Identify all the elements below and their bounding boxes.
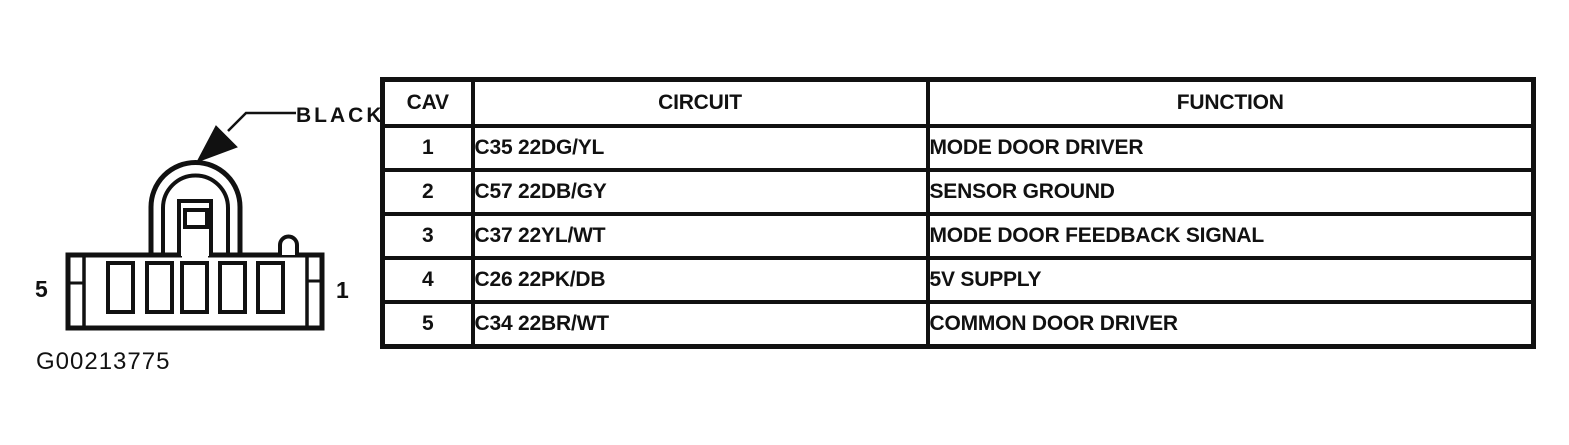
pin-slot-4 (145, 261, 174, 314)
cav-value: 3 (380, 212, 475, 260)
pin-slot-3 (180, 261, 209, 314)
pin-5-label: 5 (35, 276, 48, 302)
cav-value: 1 (380, 124, 475, 172)
connector-color-label: BLACK (296, 104, 385, 127)
function-value: COMMON DOOR DRIVER (925, 300, 1536, 348)
header-circuit: CIRCUIT (470, 77, 930, 128)
function-value: MODE DOOR DRIVER (925, 124, 1536, 172)
table-row: 1 C35 22DG/YL MODE DOOR DRIVER (380, 124, 1536, 172)
circuit-value: C35 22DG/YL (470, 124, 930, 172)
pin-slot-2 (218, 261, 247, 314)
circuit-value: C37 22YL/WT (470, 212, 930, 260)
latch-window (183, 208, 209, 229)
table-row: 4 C26 22PK/DB 5V SUPPLY (380, 256, 1536, 304)
table-row: 5 C34 22BR/WT COMMON DOOR DRIVER (380, 300, 1536, 348)
pin-slot-5 (106, 261, 135, 314)
index-bump (278, 234, 299, 255)
figure-code: G00213775 (36, 348, 171, 375)
header-row: CAV CIRCUIT FUNCTION (380, 77, 1536, 128)
latch-loop-outer-icon (148, 160, 243, 256)
circuit-value: C57 22DB/GY (470, 168, 930, 216)
connector-diagram (65, 111, 325, 331)
function-value: SENSOR GROUND (925, 168, 1536, 216)
function-value: 5V SUPPLY (925, 256, 1536, 304)
pinout-table: CAV CIRCUIT FUNCTION 1 C35 22DG/YL MODE … (380, 77, 1536, 349)
cav-value: 4 (380, 256, 475, 304)
circuit-value: C26 22PK/DB (470, 256, 930, 304)
header-function: FUNCTION (925, 77, 1536, 128)
leader-line (227, 111, 296, 132)
function-value: MODE DOOR FEEDBACK SIGNAL (925, 212, 1536, 260)
pin-1-label: 1 (336, 277, 349, 303)
header-cav: CAV (380, 77, 475, 128)
table-row: 3 C37 22YL/WT MODE DOOR FEEDBACK SIGNAL (380, 212, 1536, 260)
latch-loop-inner-icon (161, 173, 230, 256)
cav-value: 5 (380, 300, 475, 348)
arrowhead-icon (195, 125, 238, 163)
table-row: 2 C57 22DB/GY SENSOR GROUND (380, 168, 1536, 216)
cav-value: 2 (380, 168, 475, 216)
circuit-value: C34 22BR/WT (470, 300, 930, 348)
pin-slot-1 (256, 261, 285, 314)
